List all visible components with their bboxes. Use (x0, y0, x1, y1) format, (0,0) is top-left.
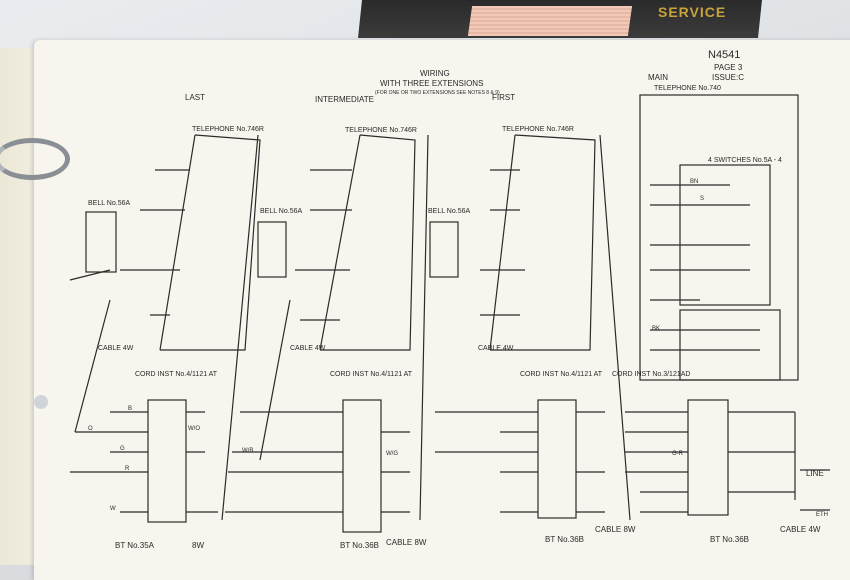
bell-last: BELL No.56A (88, 200, 130, 207)
wire-code: W/O (188, 426, 200, 432)
bell-intermediate: BELL No.56A (260, 208, 302, 215)
title-line1: WIRING (420, 69, 450, 78)
cord-intermediate: CORD INST No.4/1121 AT (330, 371, 413, 378)
wire-code: W/B (242, 448, 253, 454)
cable-out-first: CABLE 8W (595, 525, 636, 534)
wire-code: W (110, 506, 116, 512)
telephone-first: TELEPHONE No.746R (502, 126, 574, 133)
wire-code: BK (652, 326, 660, 332)
book-spine-label: SERVICE (658, 4, 727, 20)
wiring-diagram: N4541 PAGE 3 ISSUE:C WIRING WITH THREE E… (69, 49, 830, 550)
bell-first: BELL No.56A (428, 208, 470, 215)
cable-last: CABLE 4W (98, 345, 134, 352)
telephone-main: TELEPHONE No.740 (654, 85, 721, 92)
punch-hole (34, 395, 48, 409)
page-number: PAGE 3 (714, 63, 743, 72)
title-line2: WITH THREE EXTENSIONS (380, 79, 483, 88)
wire-code: O (88, 426, 93, 432)
cable-out-intermediate: CABLE 8W (386, 538, 427, 547)
cord-main: CORD INST No.3/121AD (612, 371, 690, 378)
cord-last: CORD INST No.4/1121 AT (135, 371, 218, 378)
telephone-last: TELEPHONE No.746R (192, 126, 264, 133)
wire-code: BN (690, 179, 698, 185)
cord-first: CORD INST No.4/1121 AT (520, 371, 603, 378)
wire-code: B (128, 406, 132, 412)
heading-first: FIRST (492, 93, 515, 102)
line-label: LINE (806, 469, 824, 478)
heading-intermediate: INTERMEDIATE (315, 95, 374, 104)
wire-code: W/G (386, 451, 398, 457)
earth-label: ETH (816, 512, 828, 518)
doc-number: N4541 (708, 49, 740, 61)
cable-out-main: CABLE 4W (780, 525, 821, 534)
binder-ring (0, 138, 70, 180)
block-main: BT No.36B (710, 535, 749, 544)
cable-first: CABLE 4W (478, 345, 514, 352)
cable-out-last: 8W (192, 541, 204, 550)
block-intermediate: BT No.36B (340, 541, 379, 550)
issue: ISSUE:C (712, 73, 744, 82)
heading-main: MAIN (648, 73, 668, 82)
telephone-intermediate: TELEPHONE No.746R (345, 127, 417, 134)
wire-code: R (125, 466, 130, 472)
heading-last: LAST (185, 93, 205, 102)
wire-code: G-R (672, 451, 684, 457)
title-note: (FOR ONE OR TWO EXTENSIONS SEE NOTES 8 &… (375, 90, 500, 96)
wire-code: G (120, 446, 125, 452)
block-first: BT No.36B (545, 535, 584, 544)
switches-main: 4 SWITCHES No.5A - 4 (708, 157, 782, 164)
cable-intermediate: CABLE 4W (290, 345, 326, 352)
block-last: BT No.35A (115, 541, 155, 550)
wire-code: S (700, 196, 704, 202)
